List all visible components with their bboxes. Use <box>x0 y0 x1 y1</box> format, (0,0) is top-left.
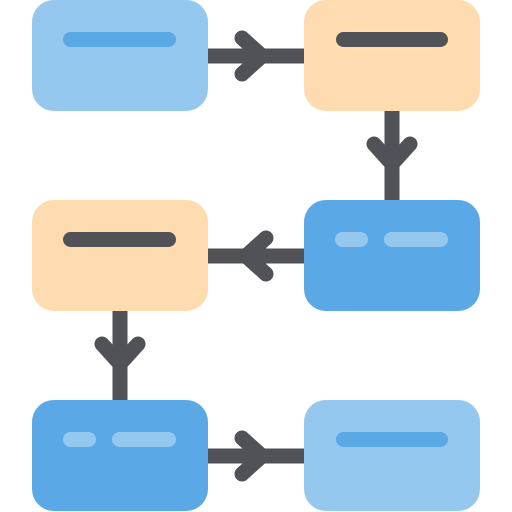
edge-2-to-3 <box>366 110 418 202</box>
node-box <box>32 0 208 111</box>
arrow-down-icon <box>366 136 418 172</box>
node-box <box>304 200 480 311</box>
label-bar <box>384 232 448 247</box>
edge-1-to-2 <box>208 30 305 82</box>
node-1 <box>32 0 208 111</box>
arrow-left-icon <box>238 230 274 282</box>
arrow-down-icon <box>94 336 146 372</box>
label-bar <box>336 432 448 447</box>
edge-3-to-4 <box>208 230 305 282</box>
label-bar <box>112 432 176 447</box>
arrow-right-icon <box>234 30 270 82</box>
label-bar <box>63 432 96 447</box>
node-5 <box>32 400 208 511</box>
node-box <box>32 400 208 511</box>
label-bar <box>63 232 176 247</box>
node-box <box>304 400 480 511</box>
node-box <box>304 0 480 111</box>
label-bar <box>336 32 448 47</box>
node-4 <box>32 200 208 311</box>
edge-4-to-5 <box>94 310 146 402</box>
label-bar <box>63 32 176 47</box>
node-2 <box>304 0 480 111</box>
arrow-right-icon <box>234 430 270 482</box>
label-bar <box>335 232 368 247</box>
node-6 <box>304 400 480 511</box>
edge-5-to-6 <box>208 430 305 482</box>
node-3 <box>304 200 480 311</box>
node-box <box>32 200 208 311</box>
